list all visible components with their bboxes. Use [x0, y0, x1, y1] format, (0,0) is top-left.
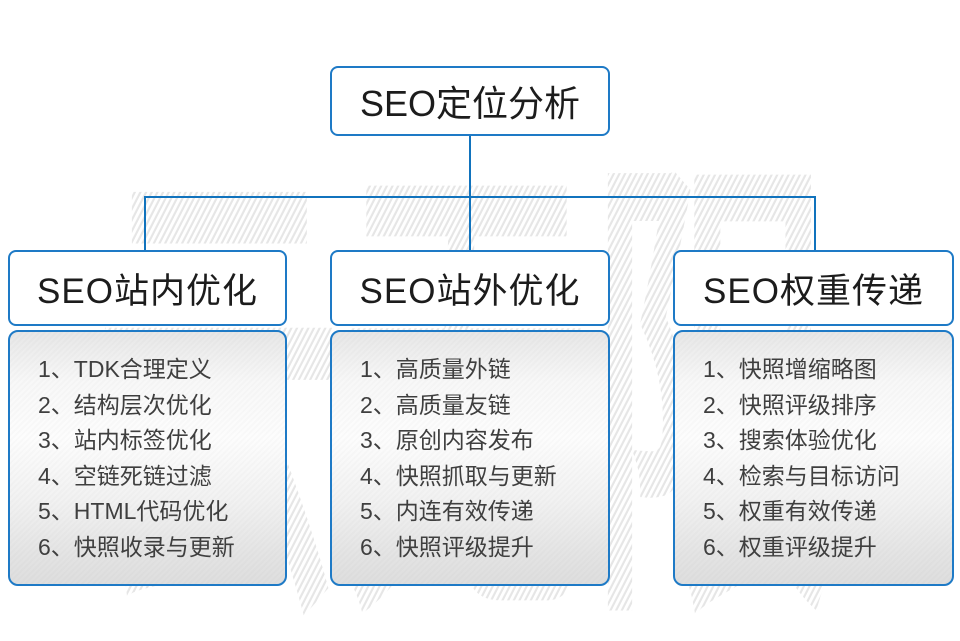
branch-header-onsite: SEO站内优化 [8, 250, 287, 326]
branch-panel-onsite: 1、TDK合理定义 2、结构层次优化 3、站内标签优化 4、空链死链过滤 5、H… [8, 330, 287, 586]
branch-item: 5、权重有效传递 [703, 498, 877, 524]
root-node: SEO定位分析 [330, 66, 610, 136]
branch-item: 6、快照评级提升 [360, 533, 534, 560]
branch-header-offsite: SEO站外优化 [330, 250, 610, 326]
branch-panel-weight: 1、快照增缩略图 2、快照评级排序 3、搜索体验优化 4、检索与目标访问 5、权… [673, 330, 954, 586]
branch-item: 3、原创内容发布 [360, 427, 534, 453]
branch-item: 4、快照抓取与更新 [360, 462, 557, 489]
branch-item: 2、结构层次优化 [38, 391, 212, 418]
branch-item: 2、快照评级排序 [703, 391, 877, 418]
branch-item: 1、快照增缩略图 [703, 356, 877, 382]
branch-item: 1、TDK合理定义 [38, 356, 212, 382]
connector-drop-left [144, 198, 146, 251]
branch-panel-offsite: 1、高质量外链 2、高质量友链 3、原创内容发布 4、快照抓取与更新 5、内连有… [330, 330, 610, 586]
branch-header-title: SEO站外优化 [359, 271, 581, 311]
branch-item: 3、搜索体验优化 [703, 427, 877, 453]
branch-item: 1、高质量外链 [360, 356, 511, 382]
branch-header-title: SEO站内优化 [37, 271, 258, 311]
branch-item: 4、检索与目标访问 [703, 462, 900, 489]
connector-drop-center [469, 198, 471, 251]
connector-drop-right [814, 198, 816, 251]
branch-item: 5、HTML代码优化 [38, 498, 229, 524]
branch-item: 6、快照收录与更新 [38, 533, 235, 560]
branch-item: 3、站内标签优化 [38, 427, 212, 453]
root-node-title: SEO定位分析 [359, 83, 581, 124]
branch-header-weight: SEO权重传递 [673, 250, 954, 326]
connector-trunk [144, 196, 816, 198]
branch-item: 4、空链死链过滤 [38, 462, 212, 489]
branch-item: 5、内连有效传递 [360, 498, 534, 524]
branch-item: 2、高质量友链 [360, 391, 511, 418]
branch-header-title: SEO权重传递 [703, 271, 924, 311]
branch-item: 6、权重评级提升 [703, 533, 877, 560]
connector-root-stem [469, 136, 471, 198]
